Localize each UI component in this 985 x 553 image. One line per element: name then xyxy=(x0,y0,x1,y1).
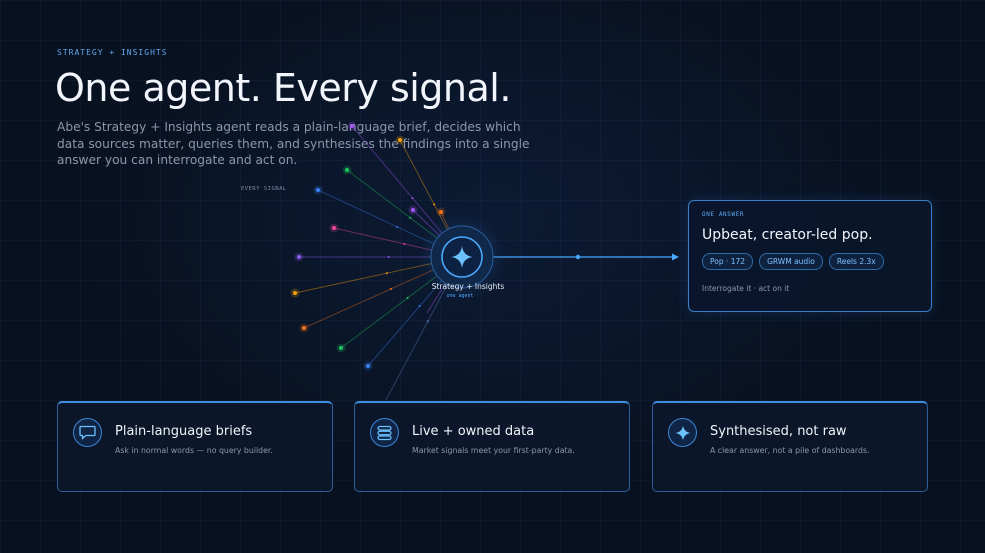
signal-pulse xyxy=(426,320,429,323)
speech-bubble-icon xyxy=(73,418,102,447)
signal-node xyxy=(339,346,343,350)
feature-card-data: Live + owned data Market signals meet yo… xyxy=(354,401,630,492)
answer-chip: Pop · 172 xyxy=(702,253,754,270)
page-subtitle: Abe's Strategy + Insights agent reads a … xyxy=(57,120,530,167)
hub-subtitle: one agent xyxy=(446,293,473,299)
feature-title: Live + owned data xyxy=(412,424,535,439)
signal-node xyxy=(297,255,301,259)
page-title: One agent. Every signal. xyxy=(55,66,511,110)
signal-node xyxy=(411,208,415,212)
sparkle-icon xyxy=(668,418,697,447)
signal-pulse xyxy=(433,203,436,206)
feature-card-briefs: Plain-language briefs Ask in normal word… xyxy=(57,401,333,492)
answer-chip: Reels 2.3x xyxy=(828,253,884,270)
feature-description: A clear answer, not a pile of dashboards… xyxy=(710,446,870,455)
signal-pulse xyxy=(418,304,421,308)
hub-title: Strategy + Insights xyxy=(432,282,505,291)
signal-pulse xyxy=(396,225,399,228)
signal-node xyxy=(398,138,402,142)
every-signal-label: EVERY SIGNAL xyxy=(241,186,287,192)
signal-pulse xyxy=(409,216,412,219)
feature-description: Ask in normal words — no query builder. xyxy=(115,446,273,455)
signal-node xyxy=(316,188,320,192)
connector-node xyxy=(575,254,581,260)
database-icon xyxy=(370,418,399,447)
feature-card-synthesis: Synthesised, not raw A clear answer, not… xyxy=(652,401,928,492)
feature-title: Plain-language briefs xyxy=(115,424,253,439)
signal-node xyxy=(332,226,336,230)
signal-pulse xyxy=(385,272,388,275)
answer-chips: Pop · 172 GRWM audio Reels 2.3x xyxy=(702,253,918,270)
signal-node xyxy=(293,291,297,295)
signal-node xyxy=(350,124,354,128)
answer-card: ONE ANSWER Upbeat, creator-led pop. Pop … xyxy=(688,200,932,312)
answer-eyebrow: ONE ANSWER xyxy=(702,211,745,218)
answer-chip: GRWM audio xyxy=(759,253,823,270)
signal-node xyxy=(302,326,306,330)
signal-node xyxy=(366,364,370,368)
eyebrow-label: STRATEGY + INSIGHTS xyxy=(57,48,168,57)
feature-description: Market signals meet your first-party dat… xyxy=(412,446,575,455)
signal-pulse xyxy=(387,255,390,259)
feature-title: Synthesised, not raw xyxy=(710,424,847,439)
signal-pulse xyxy=(406,296,409,300)
output-arrowhead xyxy=(672,253,679,261)
sparkle-icon xyxy=(451,246,473,268)
signal-node xyxy=(345,168,349,172)
answer-headline: Upbeat, creator-led pop. xyxy=(702,227,873,243)
signal-pulse xyxy=(389,287,392,291)
answer-footer: Interrogate it · act on it xyxy=(702,284,790,293)
signal-node xyxy=(439,210,443,214)
signal-pulse xyxy=(403,242,406,246)
signal-pulse xyxy=(411,196,414,200)
